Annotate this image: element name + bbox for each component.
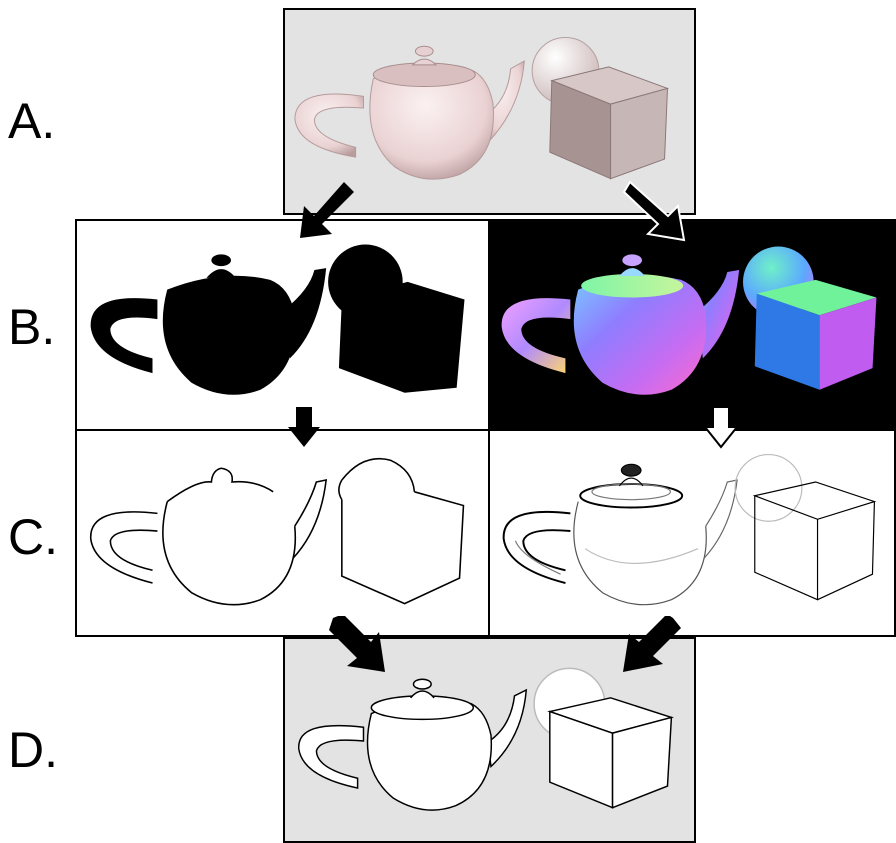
row-label-b: B. — [8, 299, 56, 355]
panel-a-shaded-render — [283, 8, 696, 215]
panel-b-silhouette — [75, 219, 490, 431]
panel-c-crease-lines — [488, 429, 896, 637]
row-label-d: D. — [8, 722, 58, 778]
crease-scene — [502, 453, 877, 606]
final-drawing-scene — [298, 667, 675, 811]
shaded-scene — [294, 36, 670, 180]
arrow-contours-to-result — [327, 616, 389, 678]
normal-map-scene — [501, 246, 877, 395]
arrow-a-to-silhouette — [296, 178, 358, 242]
row-label-c: C. — [8, 509, 58, 565]
contour-scene — [89, 457, 465, 606]
panel-b-normal-map — [488, 219, 896, 431]
arrow-normals-down — [703, 405, 739, 449]
row-label-a: A. — [8, 93, 56, 149]
panel-c-contours — [75, 429, 490, 637]
arrow-silhouette-down — [286, 405, 322, 449]
panel-d-final-drawing — [283, 637, 696, 843]
arrow-a-to-normals — [622, 178, 688, 244]
arrow-creases-to-result — [617, 616, 683, 678]
silhouette-scene — [90, 244, 465, 395]
